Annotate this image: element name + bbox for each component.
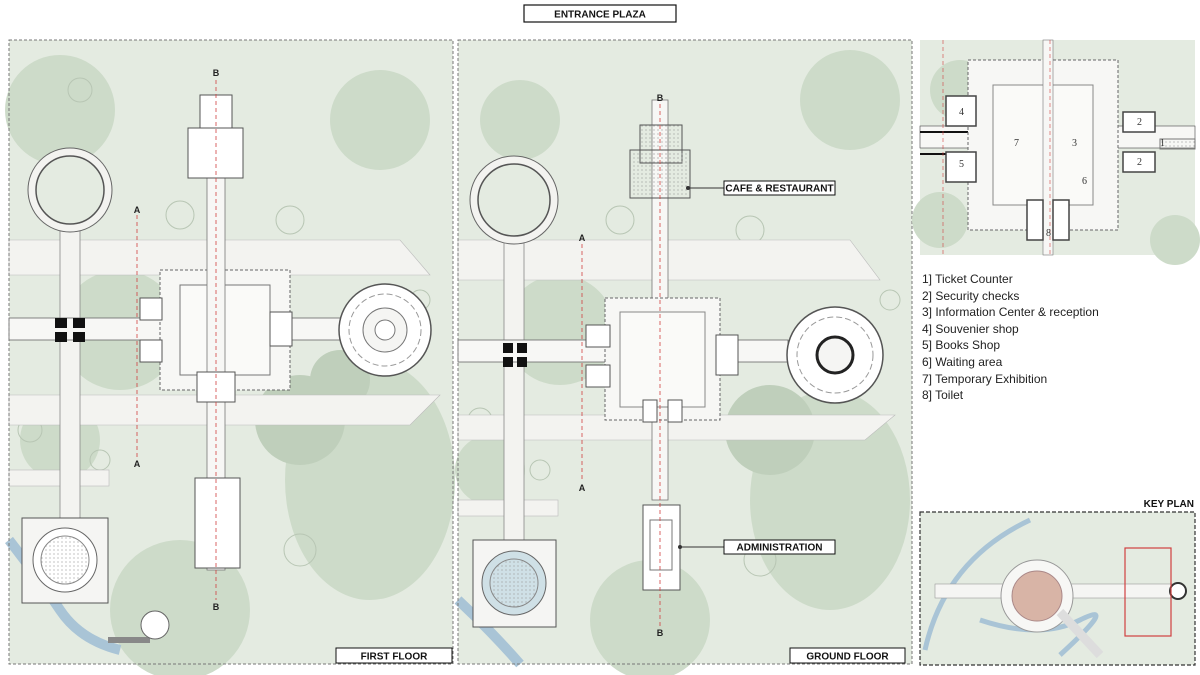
first-floor-label: FIRST FLOOR [361, 652, 428, 663]
legend-item: 7] Temporary Exhibition [922, 371, 1048, 386]
legend-item: 5] Books Shop [922, 338, 1001, 353]
room-number: 2 [1137, 157, 1142, 168]
section-mark-b: B [657, 628, 664, 638]
key-plan-highlight [1124, 547, 1172, 637]
room-legend: 1] Ticket Counter 2] Security checks 3] … [922, 271, 1099, 404]
section-mark-a: A [134, 459, 141, 469]
section-mark-b: B [657, 93, 664, 103]
section-mark-b: B [213, 68, 220, 78]
room-number: 3 [1072, 138, 1077, 149]
room-number: 4 [959, 107, 964, 118]
legend-item: 2] Security checks [922, 288, 1020, 303]
section-mark-a: A [579, 483, 586, 493]
ground-floor-plan: B B A A CAFE & RESTAURANT ADMINISTRATION… [454, 39, 913, 675]
enlarged-plan: 1 2 2 3 4 5 6 7 8 [912, 39, 1200, 265]
legend-item: 6] Waiting area [922, 354, 1003, 369]
room-number: 8 [1046, 228, 1051, 239]
room-number: 1 [1160, 138, 1165, 149]
key-plan-label: KEY PLAN [1144, 499, 1194, 510]
section-mark-a: A [134, 205, 141, 215]
legend-item: 8] Toilet [922, 388, 964, 403]
section-mark-a: A [579, 233, 586, 243]
section-mark-b: B [213, 602, 220, 612]
ground-floor-label: GROUND FLOOR [806, 652, 889, 663]
legend-item: 4] Souvenier shop [922, 321, 1019, 336]
key-plan: KEY PLAN [919, 499, 1196, 666]
first-floor-plan: B B A A FIRST FLOOR [5, 39, 455, 675]
title-box: ENTRANCE PLAZA [523, 4, 677, 23]
room-number: 5 [959, 159, 964, 170]
room-number: 2 [1137, 117, 1142, 128]
administration-callout: ADMINISTRATION [737, 543, 823, 554]
legend-item: 3] Information Center & reception [922, 305, 1099, 320]
room-number: 7 [1014, 138, 1019, 149]
page-title: ENTRANCE PLAZA [554, 10, 646, 21]
room-number: 6 [1082, 176, 1087, 187]
cafe-restaurant-callout: CAFE & RESTAURANT [725, 184, 833, 195]
legend-item: 1] Ticket Counter [922, 272, 1013, 286]
